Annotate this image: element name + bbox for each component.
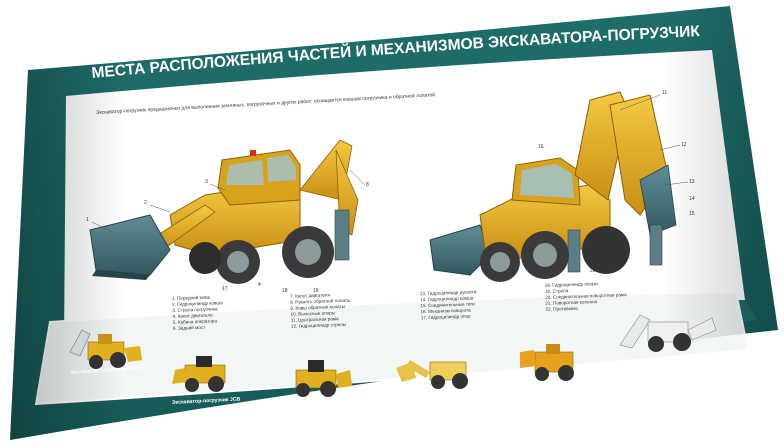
svg-text:5. Кабина оператора: 5. Кабина оператора: [173, 318, 218, 325]
svg-text:14. Гидроцилиндр ковша: 14. Гидроцилиндр ковша: [420, 295, 474, 302]
legend-col-3: 13. Гидроцилиндр рукояти 14. Гидроцилинд…: [420, 289, 477, 321]
svg-text:Экскаватор-погрузчик VOLVO: Экскаватор-погрузчик VOLVO: [70, 365, 146, 376]
svg-text:2. Гидроцилиндр ковша: 2. Гидроцилиндр ковша: [172, 300, 223, 307]
model-caterpillar: [295, 360, 352, 397]
svg-text:15. Соединительные тяги: 15. Соединительные тяги: [420, 301, 475, 308]
svg-text:3. Стрела погрузчика: 3. Стрела погрузчика: [172, 306, 218, 313]
svg-text:13: 13: [689, 179, 695, 185]
svg-text:10. Выносные опоры: 10. Выносные опоры: [290, 310, 335, 317]
legend: 1. Передний ковш 2. Гидроцилиндр ковша 3…: [172, 281, 627, 331]
callout-numbers: 1 2 3 8 4 17 18 19 11 12 13 14 15 16 20: [86, 90, 695, 294]
svg-text:3: 3: [205, 179, 208, 185]
svg-text:16. Механизм поворота: 16. Механизм поворота: [420, 308, 471, 315]
svg-text:17: 17: [222, 286, 228, 292]
svg-text:18. Гидроцилиндр опоры: 18. Гидроцилиндр опоры: [545, 281, 598, 288]
svg-text:11: 11: [662, 90, 667, 96]
model-case: [520, 344, 574, 381]
svg-text:7. Капот двигателя: 7. Капот двигателя: [290, 292, 331, 298]
svg-text:19. Стрела: 19. Стрела: [545, 288, 569, 294]
svg-text:12: 12: [681, 142, 687, 148]
legend-col-4: 18. Гидроцилиндр опоры 19. Стрела 20. Со…: [545, 281, 627, 312]
svg-text:2: 2: [144, 200, 147, 206]
svg-text:22. Противовес: 22. Противовес: [545, 306, 579, 312]
svg-text:4: 4: [258, 282, 261, 288]
model-jcb: [172, 356, 226, 392]
svg-text:1. Передний ковш: 1. Передний ковш: [172, 294, 211, 301]
svg-text:Экскаватор-погрузчик KOMATSU: Экскаватор-погрузчик KOMATSU: [408, 400, 492, 410]
model-terex: [619, 314, 717, 352]
svg-text:20: 20: [590, 268, 596, 274]
svg-text:14: 14: [689, 196, 695, 202]
svg-text:16: 16: [538, 144, 544, 150]
loader-front-view: [89, 139, 359, 284]
model-thumbnails: [69, 314, 717, 397]
svg-text:4. Капот двигателя: 4. Капот двигателя: [172, 313, 213, 319]
svg-text:9. Ковш обратной лопаты: 9. Ковш обратной лопаты: [290, 303, 345, 311]
legend-col-2: 7. Капот двигателя 8. Рукоять обратной л…: [290, 292, 351, 329]
callout-lines: [91, 94, 689, 233]
svg-text:18: 18: [282, 288, 288, 294]
svg-text:15: 15: [689, 211, 695, 217]
svg-text:11. Центральная рама: 11. Центральная рама: [291, 316, 339, 323]
legend-col-1: 1. Передний ковш 2. Гидроцилиндр ковша 3…: [172, 294, 223, 331]
svg-text:1: 1: [86, 217, 89, 223]
svg-text:17. Гидроцилиндр опор: 17. Гидроцилиндр опор: [421, 314, 471, 321]
svg-text:8. Рукоять обратной лопаты: 8. Рукоять обратной лопаты: [290, 297, 350, 305]
model-volvo: [69, 329, 142, 369]
svg-text:8: 8: [366, 182, 369, 188]
svg-text:12. Гидроцилиндр стрелы: 12. Гидроцилиндр стрелы: [291, 322, 346, 329]
svg-text:20. Соединительная поворотная: 20. Соединительная поворотная рама: [545, 292, 627, 300]
loader-rear-view: [429, 91, 677, 282]
svg-text:Экскаватор-погрузчик JCB: Экскаватор-погрузчик JCB: [172, 396, 241, 406]
svg-text:13. Гидроцилиндр рукояти: 13. Гидроцилиндр рукояти: [420, 289, 477, 296]
model-komatsu: [396, 360, 468, 389]
svg-text:Экскаватор-погрузчик CATERPILL: Экскаватор-погрузчик CATERPILLAR: [286, 407, 381, 416]
svg-text:6. Задний мост: 6. Задний мост: [173, 324, 206, 331]
svg-text:21. Поворотная колонна: 21. Поворотная колонна: [545, 299, 597, 306]
svg-text:19: 19: [313, 288, 319, 294]
